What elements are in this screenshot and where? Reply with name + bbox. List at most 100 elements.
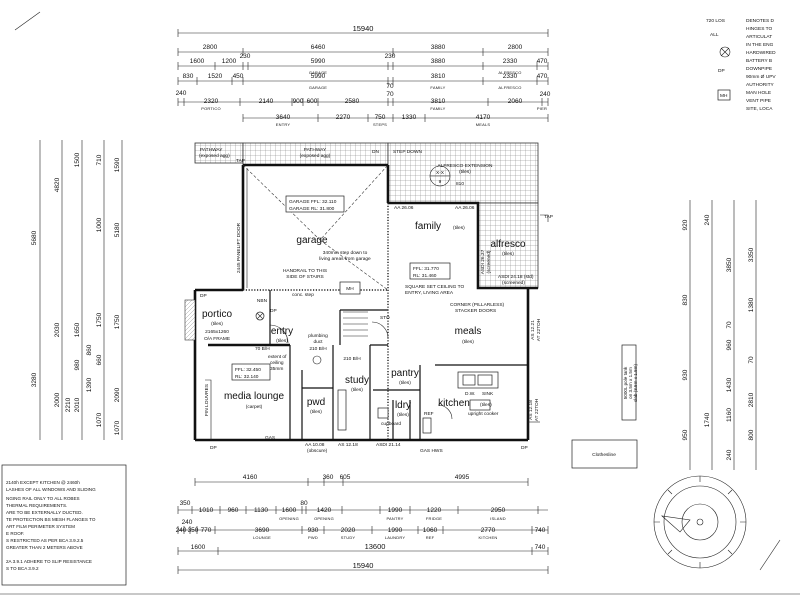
- gas-label: GAS: [265, 435, 275, 441]
- handrail-note: SIDE OF STAIRS: [286, 274, 324, 280]
- room-family: family: [415, 221, 441, 232]
- man-hole-box: [339, 281, 361, 295]
- room-media-sub: (carpet): [246, 404, 263, 410]
- dim-top-row5: 1330: [402, 114, 417, 121]
- dim-bot-row2: 1010: [199, 507, 214, 514]
- dim-sub-label: FAMILY: [430, 106, 445, 111]
- dim-bot-row2: 80: [300, 500, 308, 507]
- louvres-label: FIN LOUVRES: [204, 384, 210, 416]
- dim-right: 920: [682, 219, 689, 230]
- dim-bot-row4: 740: [535, 544, 546, 551]
- cupboard-label: cupboard: [381, 421, 401, 427]
- dim-sub-label: OPENING: [314, 516, 334, 521]
- room-kitchen: kitchen: [438, 398, 470, 409]
- step-note: living areas from garage: [319, 256, 371, 262]
- media-ffl: FFL: 32.450: [235, 367, 261, 373]
- room-pantry-sub: (tiles): [399, 380, 411, 386]
- dp-label: DP: [270, 308, 277, 314]
- family-level-box: [409, 262, 451, 280]
- dim-left-b: 2030: [54, 322, 61, 337]
- room-pwd: pwd: [307, 397, 325, 408]
- garage-rl: GARAGE RL: 31.800: [289, 206, 335, 212]
- dim-left-b: 2090: [114, 387, 121, 402]
- dim-top-row5: 2270: [336, 114, 351, 121]
- laundry-tub: [377, 407, 389, 419]
- toilet: [312, 355, 322, 365]
- compass-inner: [663, 485, 737, 559]
- legend-text: 720 LOS: [706, 18, 725, 24]
- dim-sub-label: STUDY: [341, 535, 356, 540]
- ceiling-extent-note: 35mm: [270, 366, 283, 372]
- door-code-sub: (screened): [502, 280, 525, 286]
- dim-top-row2: 1200: [222, 58, 237, 65]
- dim-top-row1: 2800: [203, 44, 218, 51]
- dim-bot-row2: 1220: [427, 507, 442, 514]
- top-dimensions: 15940 2800 6460 3880 2800 1600 1200 230 …: [176, 24, 551, 127]
- family-rl: RL: 31.460: [413, 273, 437, 279]
- dim-left-b: 1590: [114, 157, 121, 172]
- garage-ffl: GARAGE FFL: 32.110: [289, 199, 337, 205]
- clothesline-area: [571, 439, 638, 469]
- window-code: AT 22TOH: [536, 318, 542, 341]
- fridge-label: REF: [424, 411, 434, 417]
- section-marker-number: 9: [439, 179, 442, 185]
- dim-top-row3: 470: [537, 73, 548, 80]
- hws-label: GAS HWS: [420, 448, 443, 454]
- dim-top-row4: 240: [176, 90, 187, 97]
- clothesline-label: Clothesline: [592, 452, 616, 458]
- dim-left-b: 4820: [54, 177, 61, 192]
- dim-bot-row2: 1130: [254, 507, 268, 514]
- dim-top-row4: 3810: [431, 98, 446, 105]
- dim-left-b: 5180: [114, 222, 121, 237]
- room-family-sub: (tiles): [453, 225, 465, 231]
- dim-bot-row2: 1990: [388, 507, 403, 514]
- dim-bot-row1: 4160: [243, 474, 258, 481]
- dim-right: 240: [726, 449, 733, 460]
- note-line: S TO BCA 3.9.2: [6, 566, 39, 571]
- dim-sub-label: OPENING: [279, 516, 299, 521]
- dim-sub-label: ISLAND: [490, 516, 506, 521]
- room-pwd-sub: (tiles): [310, 409, 322, 415]
- room-meals-sub: (tiles): [462, 339, 474, 345]
- note-line: 2140h EXCEPT KITCHEN @ 2460h: [6, 480, 80, 485]
- legend-text: IN THE ENG: [746, 42, 774, 48]
- dim-bot-row2: 1420: [317, 507, 332, 514]
- section-marker-label: X-X: [436, 170, 445, 176]
- portico-frame: O/A FRAME: [204, 336, 230, 342]
- dim-left-c: 2210: [65, 397, 72, 412]
- plumbing-duct-label: plumbing: [308, 333, 328, 339]
- cooker-label: upright cooker: [468, 411, 499, 417]
- pathway-label-sub: (exposed agg): [300, 153, 331, 159]
- legend-text: DENOTES D: [746, 18, 775, 24]
- note-line: LASHES OF ALL WINDOWS AND SLIDING: [6, 487, 96, 492]
- ceiling-extent-note: extent of: [268, 354, 287, 360]
- dim-top-row2: 1600: [190, 58, 205, 65]
- dim-top-row3: 2330: [503, 73, 518, 80]
- tank-note: slab (3.5m x 1.5m): [633, 364, 638, 403]
- window-code: ASDI 21.14: [376, 442, 401, 448]
- dim-right: 930: [682, 369, 689, 380]
- note-line: NGING RAIL ONLY TO ALL ROBES: [6, 496, 80, 501]
- step-note: 340mm step down to: [323, 250, 368, 256]
- dim-left-a: 3280: [31, 372, 38, 387]
- dim-bot-row3: 930: [308, 527, 319, 534]
- room-media-lounge: media lounge: [224, 391, 284, 402]
- sink: [477, 374, 493, 386]
- door-code-sub: (screened): [486, 250, 492, 273]
- dim-sub-label: KITCHEN: [479, 535, 498, 540]
- dim-sub-label: GARAGE: [309, 85, 327, 90]
- dim-bot-row3: 1060: [423, 527, 438, 534]
- dim-right: 1160: [726, 408, 733, 422]
- dim-bot-row1: 4995: [455, 474, 470, 481]
- dim-left-b: 1070: [114, 420, 121, 435]
- dim-sub-label: PIER: [537, 106, 547, 111]
- bulkhead-label: 210 B/H: [309, 346, 327, 352]
- dim-left-c: 980: [74, 359, 81, 370]
- dp-label: DP: [521, 445, 528, 451]
- dim-sub-label: FAMILY: [430, 85, 445, 90]
- dim-left-b: 660: [96, 354, 103, 365]
- window-code-sub: (obscure): [307, 448, 328, 454]
- legend-text: AUTHORITY: [746, 82, 775, 88]
- room-entry: entry: [271, 326, 293, 337]
- water-tank-slab: [621, 344, 637, 421]
